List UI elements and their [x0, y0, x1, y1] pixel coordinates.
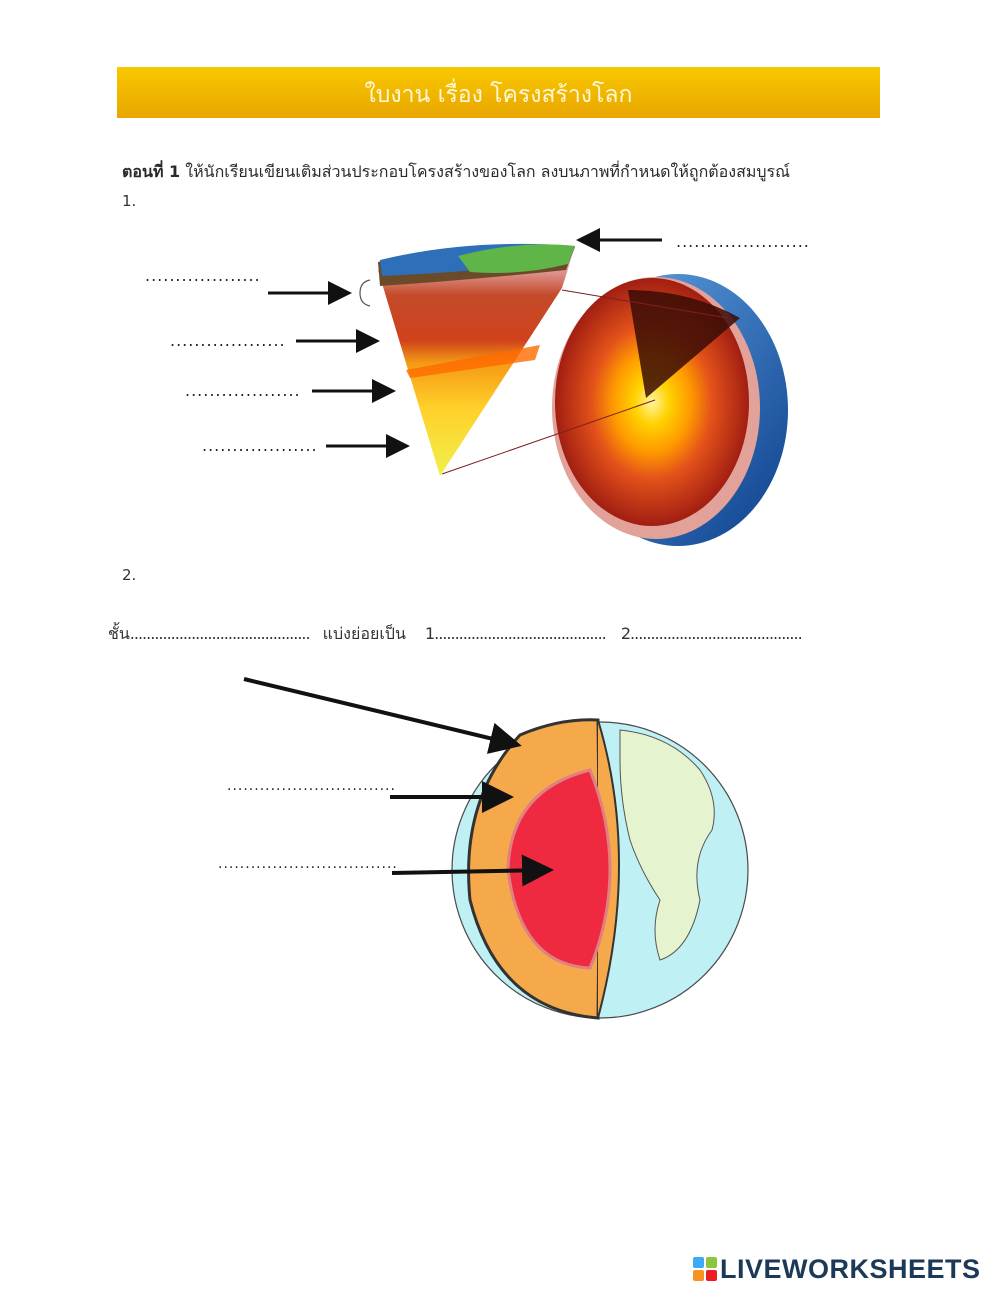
earth-globe-cutaway — [452, 720, 748, 1018]
logo-mark-icon — [693, 1257, 717, 1281]
earth-cross-section-sphere — [552, 274, 788, 546]
logo-text: LIVEWORKSHEETS — [720, 1254, 981, 1285]
arrow-globe-crust — [244, 679, 514, 744]
liveworksheets-logo: LIVEWORKSHEETS — [693, 1252, 981, 1286]
crust-bracket — [360, 280, 370, 306]
